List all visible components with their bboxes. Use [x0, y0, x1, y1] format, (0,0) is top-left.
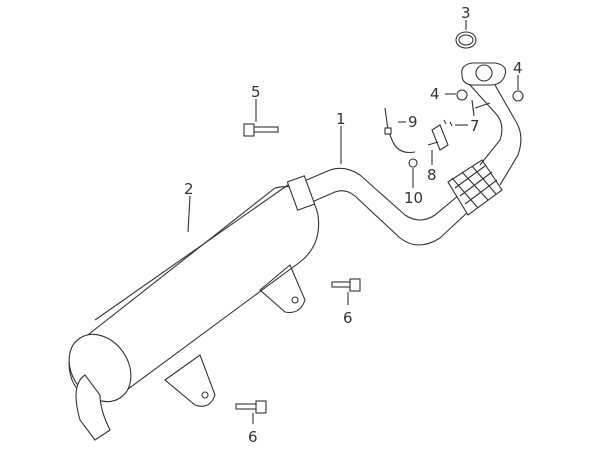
- nut-right: [512, 90, 524, 102]
- muffler: [68, 179, 320, 441]
- callout-2: 2: [184, 180, 194, 198]
- bolt-upper: [243, 123, 279, 137]
- heat-shield-mesh: [447, 159, 503, 216]
- clip: [408, 158, 418, 168]
- callout-4-right: 4: [513, 59, 523, 77]
- callout-5: 5: [251, 83, 261, 101]
- nut-left: [456, 89, 468, 101]
- bracket: [431, 124, 449, 151]
- exhaust-pipe: [286, 62, 522, 246]
- callout-7: 7: [470, 117, 480, 135]
- callout-8: 8: [427, 166, 437, 184]
- callout-4-left: 4: [430, 85, 440, 103]
- callout-1: 1: [336, 110, 346, 128]
- screw: [443, 119, 453, 127]
- callout-6-lower: 6: [248, 428, 258, 446]
- bolt-lower: [235, 400, 267, 414]
- oxygen-sensor: [384, 107, 416, 154]
- callout-10: 10: [404, 189, 423, 207]
- callout-3: 3: [461, 4, 471, 22]
- callout-9: 9: [408, 113, 418, 131]
- callout-6-middle: 6: [343, 309, 353, 327]
- bolt-middle: [331, 278, 361, 292]
